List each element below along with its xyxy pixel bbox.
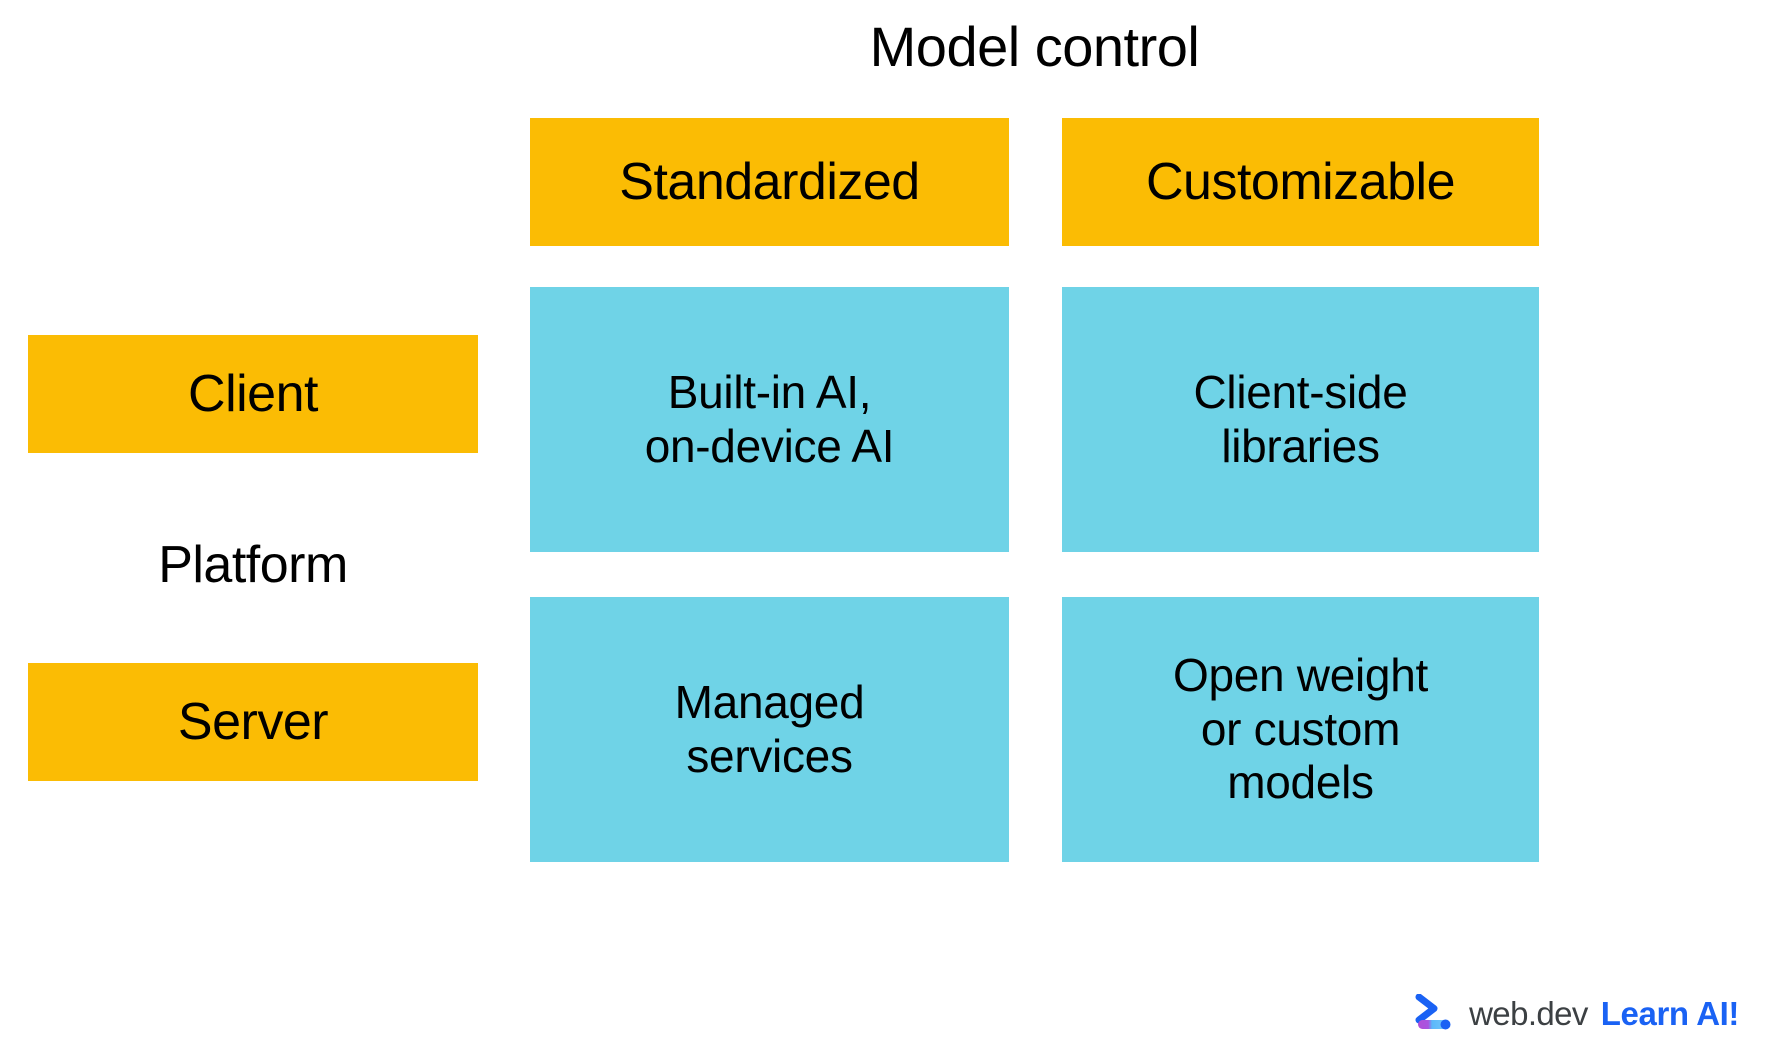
brand-wordmark: web.dev	[1469, 994, 1588, 1032]
row-axis-label: Platform	[28, 528, 478, 602]
matrix-cell-server-standardized-label: Managed services	[674, 676, 865, 782]
matrix-cell-client-standardized-label: Built-in AI, on-device AI	[644, 366, 895, 472]
matrix-cell-client-standardized: Built-in AI, on-device AI	[530, 287, 1009, 552]
matrix-cell-server-customizable-label: Open weight or custom models	[1173, 649, 1428, 809]
row-header-server: Server	[28, 663, 478, 781]
row-header-client-label: Client	[188, 364, 318, 423]
brand-tagline: Learn AI!	[1600, 994, 1740, 1032]
column-header-standardized: Standardized	[530, 118, 1009, 246]
row-header-client: Client	[28, 335, 478, 453]
row-axis-label-text: Platform	[158, 535, 348, 594]
column-header-customizable: Customizable	[1062, 118, 1539, 246]
page-title: Model control	[869, 15, 1200, 78]
matrix-cell-client-customizable-label: Client-side libraries	[1193, 366, 1408, 472]
matrix-cell-server-customizable: Open weight or custom models	[1062, 597, 1539, 862]
brand-lockup: web.dev Learn AI!	[1414, 990, 1739, 1036]
matrix-cell-server-standardized: Managed services	[530, 597, 1009, 862]
column-header-standardized-label: Standardized	[619, 152, 920, 211]
matrix-cell-client-customizable: Client-side libraries	[1062, 287, 1539, 552]
webdev-chevron-icon	[1415, 994, 1451, 1030]
column-header-customizable-label: Customizable	[1145, 152, 1456, 211]
row-header-server-label: Server	[177, 692, 329, 751]
